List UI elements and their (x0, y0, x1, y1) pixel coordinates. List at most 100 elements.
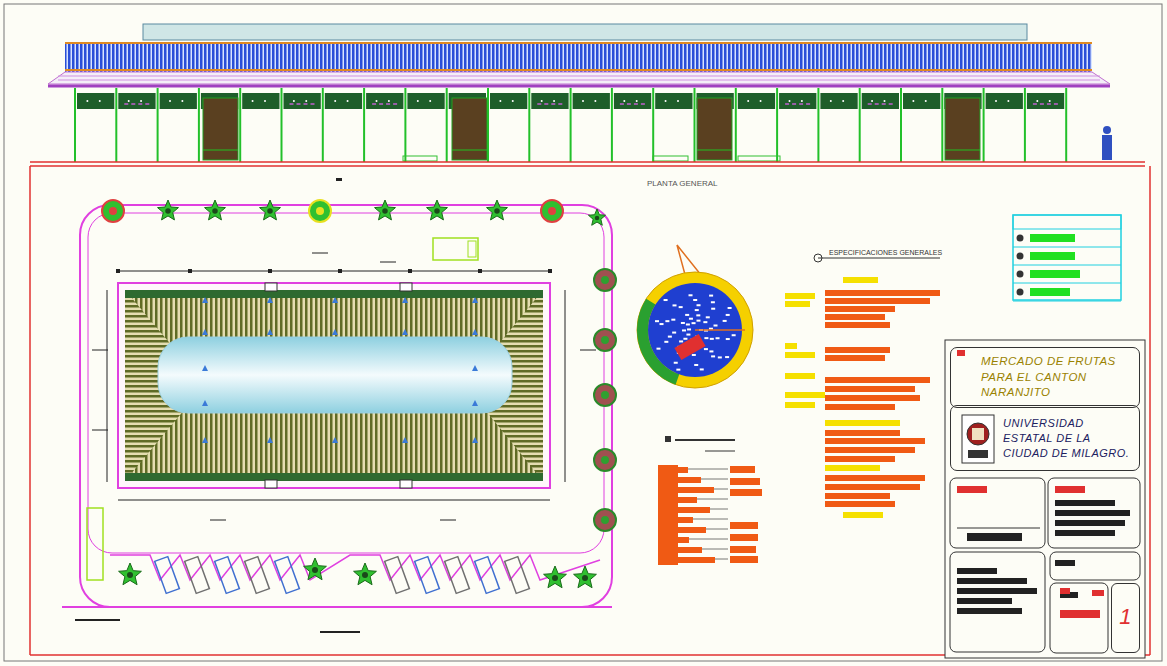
drawing-shape (814, 254, 822, 262)
drawing-shape (490, 93, 527, 109)
drawing-shape (275, 557, 300, 594)
drawing-shape (181, 100, 183, 102)
drawing-shape (825, 447, 915, 453)
drawing-shape (957, 486, 987, 493)
drawing-shape (312, 567, 318, 573)
drawing-shape (347, 100, 349, 102)
drawing-shape (601, 336, 609, 344)
sheet-number-box: 1 (1111, 583, 1140, 653)
drawing-shape (336, 178, 342, 181)
drawing-shape (1055, 560, 1075, 566)
drawing-shape (415, 557, 440, 594)
drawing-shape (468, 241, 476, 257)
drawing-shape (322, 88, 324, 162)
drawing-shape (239, 88, 241, 162)
drawing-shape (671, 319, 675, 321)
drawing-shape (548, 207, 556, 215)
drawing-shape (735, 88, 737, 162)
drawing-shape (380, 262, 396, 263)
drawing-shape (478, 269, 482, 273)
drawing-shape (1030, 270, 1080, 278)
drawing-shape (679, 340, 683, 342)
drawing-shape (334, 100, 336, 102)
drawing-shape (119, 563, 142, 585)
drawing-shape (267, 329, 273, 335)
drawing-shape (738, 93, 775, 109)
drawing-shape (868, 103, 893, 105)
drawing-shape (1027, 93, 1064, 109)
drawing-shape (883, 100, 885, 102)
drawing-shape (676, 369, 680, 371)
drawing-shape (738, 156, 780, 161)
drawing-shape (903, 93, 940, 109)
drawing-shape (1017, 271, 1024, 278)
drawing-shape (304, 558, 327, 580)
drawing-shape (260, 200, 281, 220)
drawing-shape (730, 478, 760, 485)
drawing-shape (785, 293, 815, 299)
drawing-shape (366, 93, 403, 109)
drawing-shape (1103, 126, 1111, 134)
drawing-shape (779, 93, 816, 109)
drawing-shape (499, 100, 501, 102)
drawing-shape (726, 338, 730, 340)
drawing-shape (825, 355, 885, 361)
drawing-shape (941, 88, 943, 162)
drawing-shape (595, 216, 600, 221)
drawing-shape (678, 517, 693, 523)
drawing-shape (785, 352, 815, 358)
drawing-shape (859, 88, 861, 162)
drawing-shape (1013, 215, 1121, 229)
drawing-shape (30, 161, 1145, 163)
drawing-shape (825, 438, 925, 444)
drawing-shape (316, 207, 324, 215)
drawing-shape (760, 100, 762, 102)
drawing-shape (825, 501, 895, 507)
node-text: 1 (1114, 602, 1137, 632)
drawing-shape (732, 334, 736, 336)
drawing-shape (408, 269, 412, 273)
drawing-shape (658, 465, 678, 565)
drawing-shape (705, 451, 735, 452)
drawing-shape (143, 24, 1027, 40)
drawing-shape (1048, 478, 1140, 548)
drawing-shape (1013, 301, 1121, 302)
drawing-shape (968, 450, 988, 458)
drawing-shape (678, 507, 710, 513)
drawing-shape (1033, 103, 1058, 105)
drawing-shape (695, 329, 745, 331)
drawing-shape (188, 269, 192, 273)
drawing-shape (825, 493, 890, 499)
drawing-shape (1036, 100, 1038, 102)
drawing-shape (1055, 486, 1085, 493)
drawing-shape (544, 566, 567, 588)
drawing-shape (900, 88, 902, 162)
drawing-shape (862, 93, 899, 109)
drawing-shape (582, 100, 584, 102)
project-title-box: MERCADO DE FRUTAS PARA EL CANTON NARANJI… (950, 347, 1140, 408)
spec-heading: ESPECIFICACIONES GENERALES (827, 249, 944, 256)
drawing-shape (158, 200, 179, 220)
drawing-shape (157, 88, 159, 162)
drawing-shape (665, 436, 671, 442)
drawing-shape (825, 377, 930, 383)
drawing-shape (92, 430, 108, 431)
drawing-shape (452, 98, 487, 160)
drawing-shape (267, 297, 273, 303)
drawing-shape (1030, 288, 1070, 296)
drawing-shape (309, 200, 331, 222)
drawing-shape (210, 520, 226, 521)
drawing-shape (825, 420, 900, 426)
drawing-shape (730, 466, 755, 473)
drawing-shape (843, 277, 878, 283)
drawing-shape (825, 298, 930, 304)
drawing-shape (945, 340, 1145, 658)
drawing-shape (1013, 247, 1121, 248)
drawing-shape (245, 557, 270, 594)
drawing-shape (4, 4, 1162, 661)
drawing-shape (29, 166, 31, 655)
drawing-shape (74, 88, 76, 162)
drawing-shape (825, 404, 895, 410)
drawing-shape (950, 478, 1045, 548)
drawing-shape (983, 88, 985, 162)
